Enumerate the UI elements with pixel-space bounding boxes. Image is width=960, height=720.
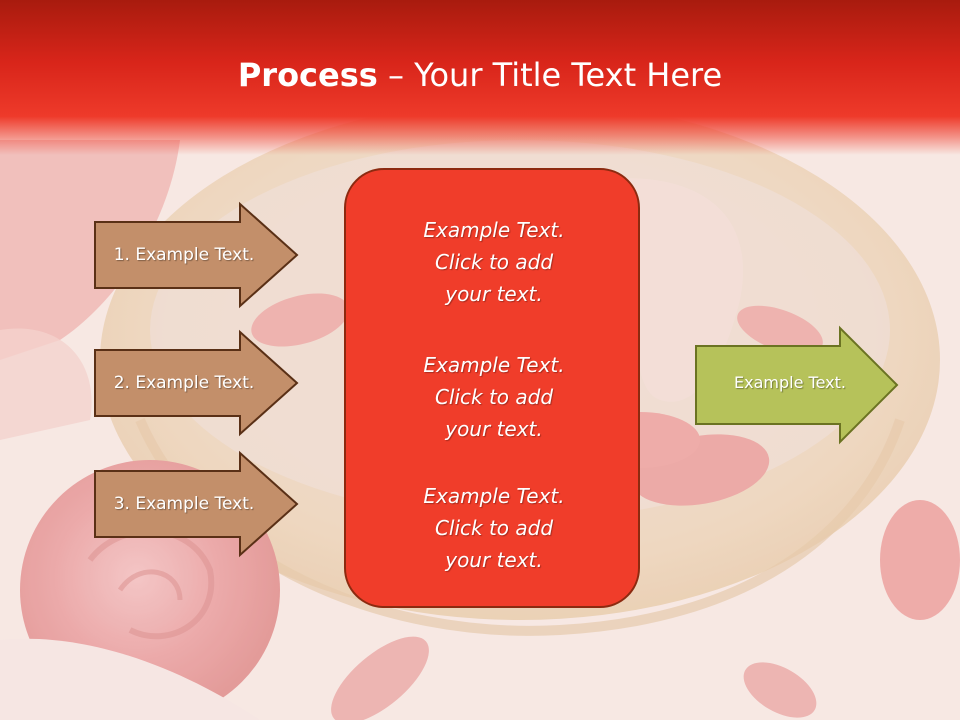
input-arrow-3-label: 3. Example Text.: [113, 494, 255, 514]
process-center-box[interactable]: Example Text. Click to add your text. Ex…: [344, 168, 640, 608]
input-arrow-2[interactable]: 2. Example Text.: [94, 329, 300, 437]
slide-title-rest: – Your Title Text Here: [377, 56, 723, 94]
input-arrow-3[interactable]: 3. Example Text.: [94, 450, 300, 558]
input-arrow-2-label: 2. Example Text.: [113, 373, 255, 393]
slide-title[interactable]: Process – Your Title Text Here: [0, 54, 960, 96]
output-arrow[interactable]: Example Text.: [695, 325, 901, 445]
input-arrow-1-label: 1. Example Text.: [113, 245, 255, 265]
center-paragraph-2[interactable]: Example Text. Click to add your text.: [423, 353, 565, 441]
title-band: [0, 0, 960, 155]
slide-title-bold: Process: [237, 56, 378, 94]
output-arrow-label: Example Text.: [734, 372, 846, 392]
right-arrow-shape: [94, 329, 299, 437]
center-paragraph-1[interactable]: Example Text. Click to add your text.: [423, 218, 565, 306]
right-arrow-shape: [695, 325, 899, 445]
center-paragraph-3[interactable]: Example Text. Click to add your text.: [423, 484, 565, 572]
right-arrow-shape: [94, 450, 299, 558]
right-arrow-shape: [94, 201, 299, 309]
input-arrow-1[interactable]: 1. Example Text.: [94, 201, 300, 309]
